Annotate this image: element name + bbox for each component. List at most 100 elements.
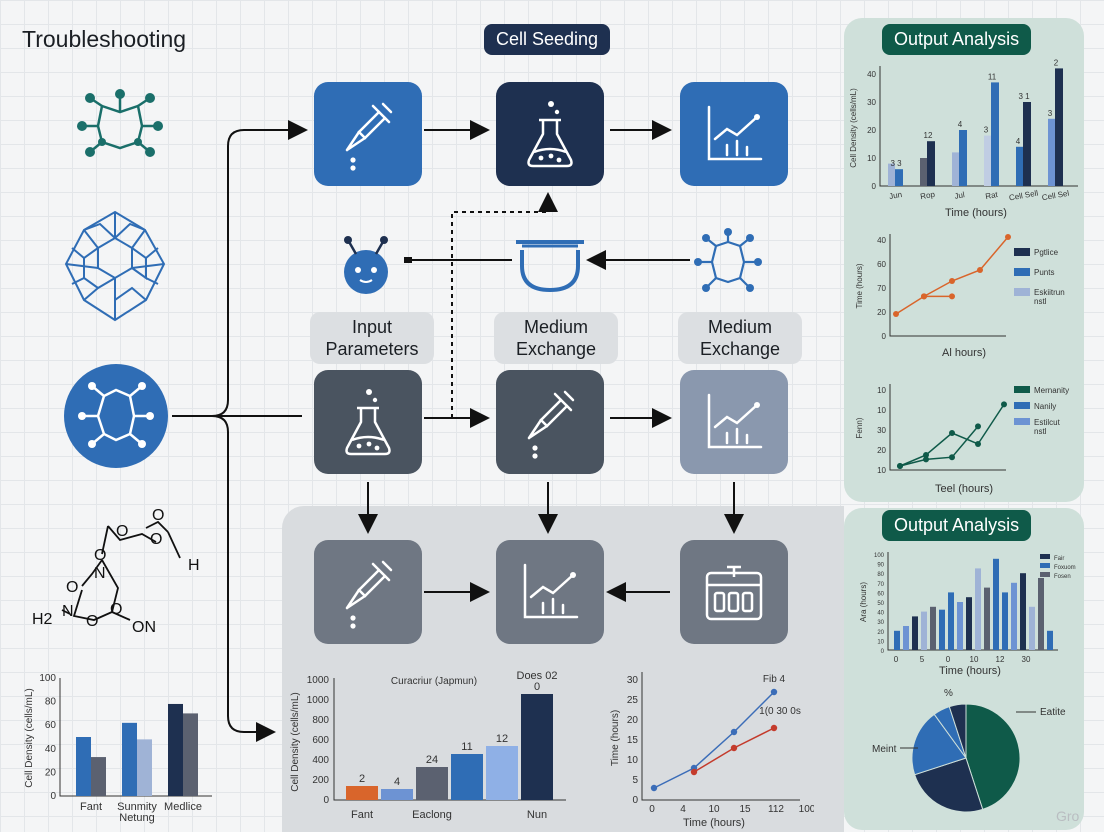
bar bbox=[894, 630, 900, 650]
data-point bbox=[977, 267, 983, 273]
pipette-tile-3[interactable] bbox=[314, 540, 422, 644]
y-tick: 10 bbox=[867, 154, 876, 163]
y-tick: 10 bbox=[627, 755, 639, 766]
sample-tray-icon bbox=[705, 565, 763, 621]
x-tick: 112 bbox=[768, 804, 784, 815]
y-tick: 200 bbox=[312, 775, 329, 786]
molecule-icon bbox=[694, 228, 762, 292]
pie-slice bbox=[965, 703, 1021, 810]
sample-tray-tile[interactable] bbox=[680, 540, 788, 644]
pipette-tile-2[interactable] bbox=[496, 370, 604, 474]
trend-chart-icon bbox=[523, 563, 579, 619]
bar bbox=[1029, 606, 1035, 650]
data-label: 24 bbox=[426, 754, 438, 766]
atom-n-2: N bbox=[62, 603, 74, 620]
bar bbox=[486, 746, 518, 800]
data-label: 3 3 bbox=[890, 159, 902, 168]
data-point bbox=[923, 456, 929, 463]
legend-label: Estilcut bbox=[1034, 418, 1061, 427]
y-tick: 1000 bbox=[307, 695, 330, 706]
data-point bbox=[949, 454, 955, 461]
atom-o-1: O bbox=[94, 547, 106, 564]
output-analysis-label-bottom: Output Analysis bbox=[882, 510, 1032, 541]
axis bbox=[889, 384, 1006, 471]
bar bbox=[930, 606, 936, 650]
y-tick: 40 bbox=[45, 744, 57, 755]
series-line bbox=[895, 236, 1009, 315]
output-analysis-label-top: Output Analysis bbox=[882, 24, 1032, 55]
legend-label: Nanily bbox=[1034, 402, 1056, 411]
legend-swatch bbox=[1014, 402, 1030, 409]
x-tick: 15 bbox=[739, 804, 751, 815]
network-circle-icon bbox=[64, 364, 168, 468]
y-tick: 1000 bbox=[307, 675, 330, 686]
x-tick: Fant bbox=[351, 809, 373, 821]
data-label: 11 bbox=[988, 72, 997, 81]
y-tick: 400 bbox=[312, 755, 329, 766]
chemical-structure-icon: O O O O H N O N O O ON H2 bbox=[32, 507, 200, 636]
bar bbox=[1055, 68, 1063, 186]
x-tick: 4 bbox=[680, 804, 686, 815]
data-point bbox=[730, 728, 738, 736]
bar bbox=[451, 754, 483, 800]
y-tick: 600 bbox=[312, 735, 329, 746]
series-line bbox=[899, 425, 979, 467]
x-axis-label: Time (hours) bbox=[683, 817, 745, 829]
bar bbox=[912, 616, 918, 650]
bar bbox=[921, 611, 927, 650]
data-label: 3 1 bbox=[1018, 92, 1030, 101]
bar bbox=[948, 592, 954, 650]
y-tick: 20 bbox=[877, 308, 886, 317]
bar bbox=[416, 767, 448, 800]
trend-chart-tile-2[interactable] bbox=[680, 370, 788, 474]
data-point bbox=[923, 452, 929, 458]
trend-chart-tile-1[interactable] bbox=[680, 82, 788, 186]
bar bbox=[91, 757, 106, 796]
trend-chart-tile-3[interactable] bbox=[496, 540, 604, 644]
y-tick: 10 bbox=[877, 466, 886, 475]
axis bbox=[879, 66, 1078, 187]
data-point bbox=[949, 278, 955, 284]
y-tick: 0 bbox=[872, 182, 877, 191]
flask-tile-1[interactable] bbox=[496, 82, 604, 186]
robot-face-icon bbox=[344, 236, 388, 294]
y-tick: 80 bbox=[45, 697, 57, 708]
pipette-tile-1[interactable] bbox=[314, 82, 422, 186]
x-tick: 30 bbox=[1022, 655, 1031, 664]
annotation: Fib 4 bbox=[763, 674, 786, 685]
bar bbox=[984, 587, 990, 650]
pie-slice bbox=[914, 757, 984, 813]
x-tick: Rat bbox=[985, 190, 1000, 201]
pie-slice bbox=[911, 713, 967, 776]
y-tick: 10 bbox=[877, 406, 886, 415]
chart-title: Curacriur (Japmun) bbox=[391, 676, 477, 687]
data-point bbox=[770, 688, 778, 696]
x-tick: Cell Sel bbox=[1041, 189, 1070, 203]
y-tick: 70 bbox=[877, 582, 884, 588]
y-tick: 90 bbox=[877, 563, 884, 569]
y-tick: 0 bbox=[323, 795, 329, 806]
flask-tile-2[interactable] bbox=[314, 370, 422, 474]
y-tick: 60 bbox=[45, 720, 57, 731]
flask-icon bbox=[527, 101, 573, 168]
atom-on: ON bbox=[132, 619, 156, 636]
atom-h: H bbox=[188, 557, 200, 574]
page-title: Troubleshooting bbox=[22, 26, 187, 52]
x-tick: 0 bbox=[946, 655, 951, 664]
trend-chart-icon bbox=[707, 393, 763, 449]
y-tick: 80 bbox=[877, 572, 884, 578]
data-label: 4 bbox=[1016, 137, 1021, 146]
bar bbox=[939, 609, 945, 650]
x-tick: 12 bbox=[996, 655, 1005, 664]
y-tick: 20 bbox=[877, 630, 884, 636]
data-label: 12 bbox=[924, 131, 933, 140]
bar bbox=[1002, 592, 1008, 650]
medium-exchange-label-2: Medium Exchange bbox=[678, 312, 802, 364]
data-point bbox=[1001, 401, 1007, 408]
axis bbox=[889, 234, 1006, 337]
y-axis-label: Ara (hours) bbox=[859, 582, 868, 622]
bar bbox=[975, 568, 981, 650]
